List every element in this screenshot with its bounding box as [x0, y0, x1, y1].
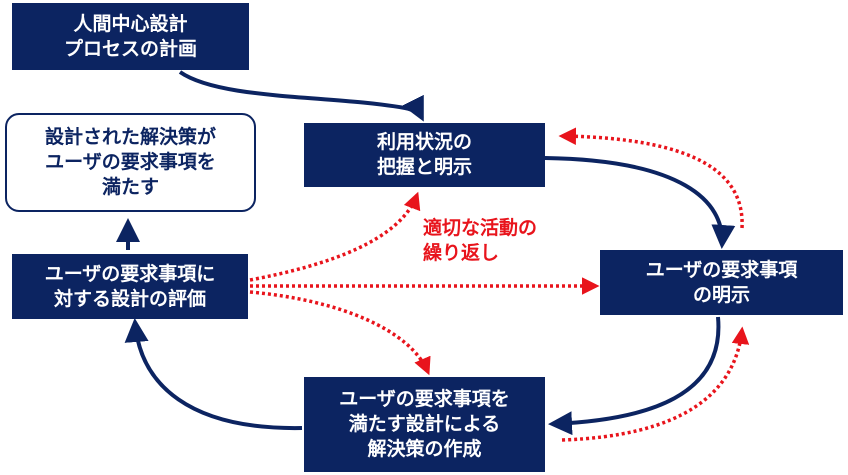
node-context: 利用状況の 把握と明示: [304, 123, 545, 187]
iterate-arrow-to-context: [249, 191, 421, 282]
arrow-design-to-evaluate: [124, 318, 303, 431]
node-evaluate: ユーザの要求事項に 対する設計の評価: [12, 254, 248, 319]
iterate-arrow-back-to-context: [558, 127, 744, 229]
iterate-arrow-to-design: [249, 290, 431, 376]
arrow-context-to-requirements: [544, 156, 736, 249]
arrow-plan-to-context: [178, 70, 424, 122]
node-design: ユーザの要求事項を 満たす設計による 解決策の作成: [304, 377, 545, 472]
node-satisfied: 設計された解決策が ユーザの要求事項を 満たす: [5, 113, 256, 212]
iterate-label: 適切な活動の 繰り返し: [423, 217, 538, 264]
arrow-requirements-to-design: [548, 316, 721, 436]
node-requirements: ユーザの要求事項 の明示: [600, 250, 843, 315]
node-plan: 人間中心設計 プロセスの計画: [12, 3, 249, 70]
